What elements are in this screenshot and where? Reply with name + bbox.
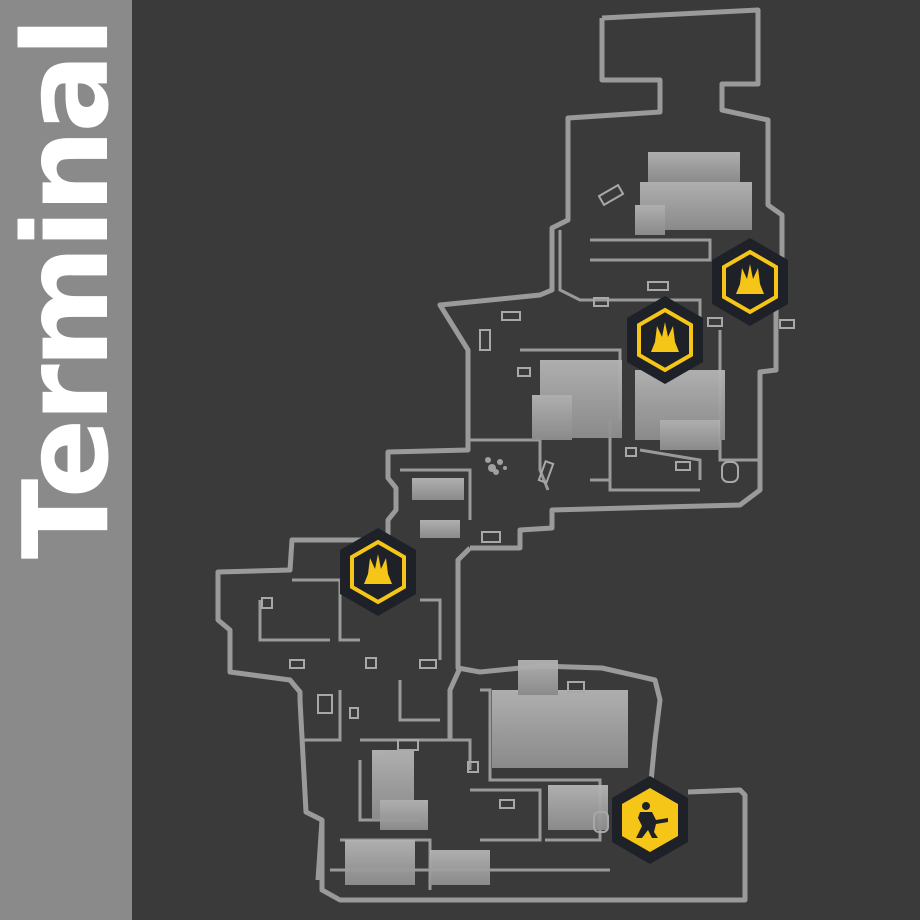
marker-soldier[interactable] — [612, 776, 688, 864]
map-props — [261, 183, 795, 833]
marker-explosion[interactable] — [627, 296, 703, 384]
title-sidebar: Terminal — [0, 0, 132, 920]
debris — [485, 457, 507, 475]
marker-explosion[interactable] — [712, 238, 788, 326]
explosion-icon — [364, 554, 392, 584]
soldier-icon — [636, 802, 668, 838]
map-title: Terminal — [0, 20, 132, 560]
explosion-icon — [651, 322, 679, 352]
floor-areas — [345, 152, 752, 885]
map-layout — [215, 7, 795, 903]
marker-explosion[interactable] — [340, 528, 416, 616]
explosion-icon — [736, 264, 764, 294]
